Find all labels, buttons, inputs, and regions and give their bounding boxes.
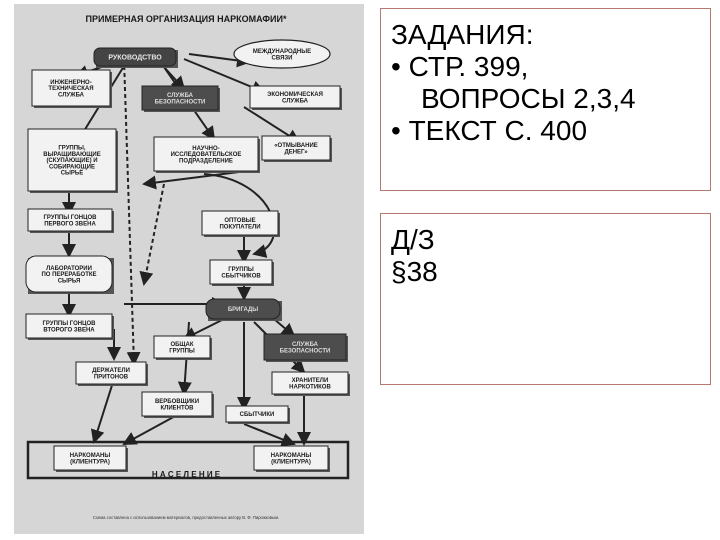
node-growing-groups-label-line-5: СЫРЬЁ <box>61 170 84 177</box>
node-research-division-label-line-3: ПОДРАЗДЕЛЕНИЕ <box>179 158 233 164</box>
node-couriers-1 <box>27 208 113 232</box>
tasks-title: ЗАДАНИЯ: <box>391 19 534 50</box>
node-couriers-2 <box>25 313 113 339</box>
arrow-brig-sb2 <box>273 318 296 338</box>
node-couriers-1-label-line-1: ГРУППЫ ГОНЦОВ <box>44 215 98 221</box>
node-wholesale-buyers <box>201 210 279 236</box>
node-leadership-label: РУКОВОДСТВО <box>108 54 162 61</box>
node-couriers-2-label-line-2: ВТОРОГО ЗВЕНА <box>43 327 95 333</box>
node-common-fund-label-line-2: ГРУППЫ <box>169 348 195 354</box>
node-growing-groups <box>27 128 117 192</box>
tasks-item-1: • СТР. 399, <box>391 51 529 82</box>
homework-title: Д/З <box>391 224 435 255</box>
node-engineering-service-label-line-1: ИНЖЕНЕРНО- <box>50 80 91 86</box>
node-wholesale-buyers-label-line-1: ОПТОВЫЕ <box>224 218 255 224</box>
node-growing-groups-label-line-3: (СКУПАЮЩИЕ) И <box>46 158 97 164</box>
node-dealers-label: СБЫТЧИКИ <box>240 412 275 418</box>
diagram-svg: ПРИМЕРНАЯ ОРГАНИЗАЦИЯ НАРКОМАФИИ* РУКОВОД… <box>25 14 350 520</box>
node-dealer-groups <box>209 259 273 285</box>
node-drug-keepers-label-line-1: ХРАНИТЕЛИ <box>292 378 329 384</box>
node-brigades-label: БРИГАДЫ <box>228 307 258 313</box>
node-international-links-label-line-2: СВЯЗИ <box>272 55 293 61</box>
node-security-service-label-line-2: БЕЗОПАСНОСТИ <box>155 99 206 105</box>
homework-reference: §38 <box>391 256 438 287</box>
node-recruiters-label-line-1: ВЕРБОВЩИКИ <box>155 399 199 405</box>
homework-box: Д/З §38 <box>380 213 711 385</box>
node-recruiters-label-line-2: КЛИЕНТОВ <box>160 405 194 411</box>
node-dealer-groups-label-line-2: СБЫТЧИКОВ <box>221 273 261 279</box>
arrow-dashed-lab <box>139 183 165 286</box>
node-couriers-2-label-line-1: ГРУППЫ ГОНЦОВ <box>43 321 97 327</box>
node-money-laundering-label-line-2: ДЕНЕГ» <box>284 149 308 155</box>
node-laboratories-label-line-1: ЛАБОРАТОРИИ <box>46 266 92 272</box>
node-dealers <box>225 405 289 423</box>
node-research-division-label-line-2: ИССЛЕДОВАТЕЛЬСКОЕ <box>171 152 242 158</box>
node-security-2-label-line-1: СЛУЖБА <box>292 342 319 348</box>
node-security-2-label-line-2: БЕЗОПАСНОСТИ <box>280 348 331 354</box>
node-wholesale-buyers-label-line-2: ПОКУПАТЕЛИ <box>219 224 260 230</box>
node-addicts-1-label-line-2: (КЛИЕНТУРА) <box>70 459 110 465</box>
node-population-frame <box>26 440 350 480</box>
node-laboratories-label-line-2: ПО ПЕРЕРАБОТКЕ <box>41 272 96 278</box>
node-addicts-2 <box>253 445 329 471</box>
node-den-keepers-label-line-1: ДЕРЖАТЕЛИ <box>92 368 130 374</box>
node-research-division <box>153 136 259 172</box>
node-brigades <box>205 298 281 320</box>
node-economic-service-label-line-1: ЭКОНОМИЧЕСКАЯ <box>267 92 323 98</box>
arrow-verb-nark1 <box>122 413 180 445</box>
node-money-laundering <box>261 135 331 161</box>
node-growing-groups-label-line-1: ГРУППЫ, <box>58 146 86 152</box>
arrow-sbyt-nark2 <box>243 423 296 447</box>
node-den-keepers-label-line-2: ПРИТОНОВ <box>94 374 129 380</box>
node-recruiters <box>141 391 213 417</box>
diagram-footnote: Схема составлена с использованием матери… <box>93 515 279 520</box>
node-drug-keepers <box>271 371 349 395</box>
node-addicts-1-label-line-1: НАРКОМАНЫ <box>70 453 111 459</box>
node-growing-groups-label-line-2: ВЫРАЩИВАЮЩИЕ <box>43 152 100 158</box>
tasks-box: ЗАДАНИЯ: • СТР. 399, ВОПРОСЫ 2,3,4 • ТЕК… <box>380 8 711 191</box>
node-dealer-groups-label-line-1: ГРУППЫ <box>228 267 254 273</box>
node-international-links-label-line-1: МЕЖДУНАРОДНЫЕ <box>253 49 311 55</box>
node-laboratories <box>25 255 113 293</box>
node-economic-service-label-line-2: СЛУЖБА <box>282 98 309 104</box>
node-laboratories-label-line-3: СЫРЬЯ <box>58 278 81 284</box>
node-growing-groups-label-line-4: СОБИРАЮЩИЕ <box>49 164 95 170</box>
node-engineering-service <box>31 69 111 107</box>
node-drug-keepers-label-line-2: НАРКОТИКОВ <box>289 384 331 390</box>
arrow-derzh-nark1 <box>90 378 115 444</box>
node-security-service-label-line-1: СЛУЖБА <box>167 93 194 99</box>
node-addicts-2-label-line-1: НАРКОМАНЫ <box>271 453 312 459</box>
node-money-laundering-label-line-1: «ОТМЫВАНИЕ <box>274 143 318 149</box>
tasks-item-2: • ТЕКСТ С. 400 <box>391 115 588 146</box>
node-economic-service <box>249 85 341 109</box>
node-common-fund-label-line-1: ОБЩАК <box>170 342 193 348</box>
node-addicts-2-label-line-2: (КЛИЕНТУРА) <box>271 459 311 465</box>
diagram-title: ПРИМЕРНАЯ ОРГАНИЗАЦИЯ НАРКОМАФИИ* <box>86 14 287 24</box>
node-engineering-service-label-line-2: ТЕХНИЧЕСКАЯ <box>48 86 93 92</box>
narcomafia-org-diagram: ПРИМЕРНАЯ ОРГАНИЗАЦИЯ НАРКОМАФИИ* РУКОВОД… <box>14 4 364 534</box>
node-international-links <box>233 39 331 69</box>
node-leadership <box>93 47 177 67</box>
node-research-division-label-line-1: НАУЧНО- <box>192 146 219 152</box>
node-security-2 <box>263 333 347 361</box>
node-couriers-1-label-line-2: ПЕРВОГО ЗВЕНА <box>44 221 96 227</box>
arrow-lead-derzh <box>123 58 141 366</box>
node-security-service <box>141 85 219 111</box>
node-common-fund <box>153 335 211 359</box>
node-population-label: Н А С Е Л Е Н И Е <box>152 470 221 479</box>
node-addicts-1 <box>53 445 127 471</box>
node-engineering-service-label-line-3: СЛУЖБА <box>58 92 85 98</box>
tasks-item-1-continued: ВОПРОСЫ 2,3,4 <box>421 83 636 114</box>
arrow-nauchno-gruppy <box>142 171 240 190</box>
node-den-keepers <box>75 361 147 385</box>
